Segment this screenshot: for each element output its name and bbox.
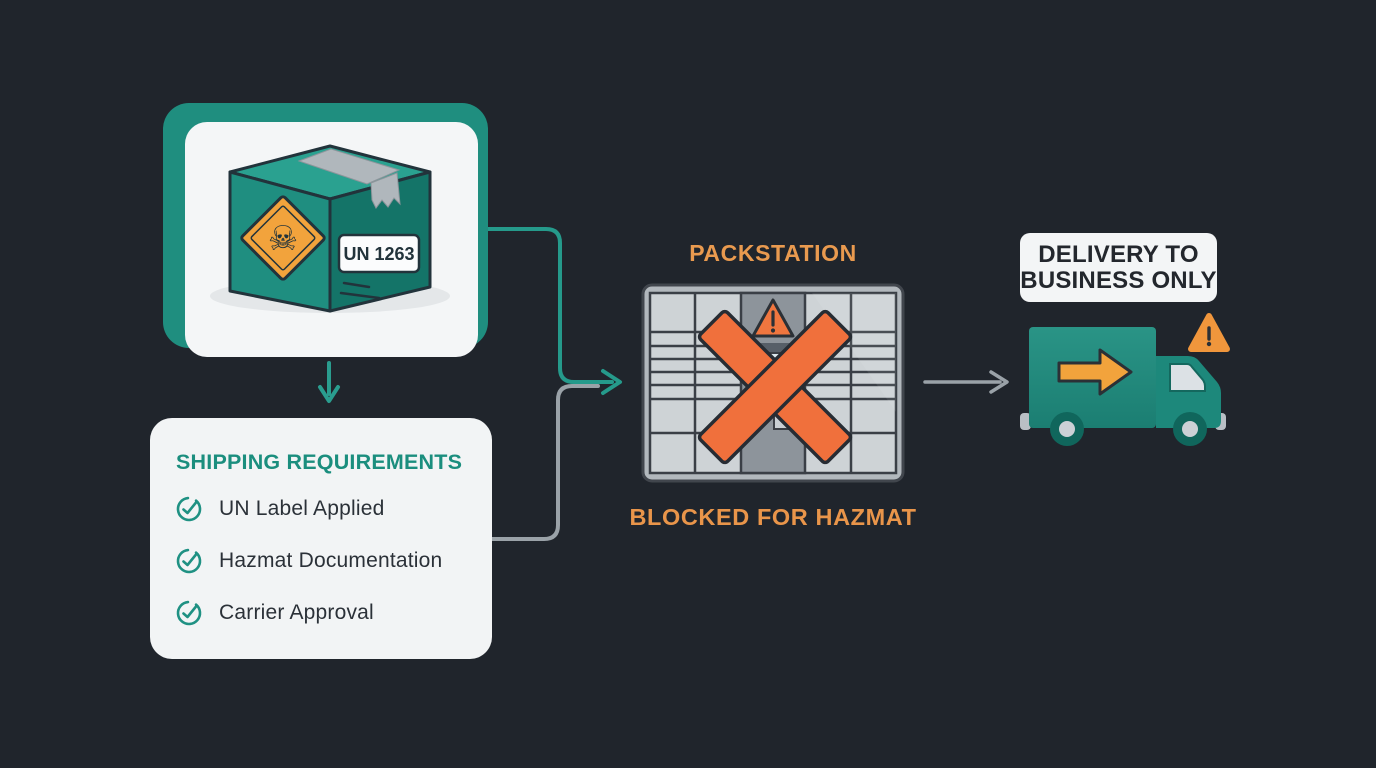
truck-window — [1169, 363, 1206, 392]
requirement-item: UN Label Applied — [175, 483, 384, 535]
arrow-right-icon — [1057, 348, 1133, 396]
blocked-status-label: BLOCKED FOR HAZMAT — [629, 504, 917, 530]
delivery-restriction-line1: DELIVERY TO — [1038, 240, 1199, 268]
delivery-truck-icon — [1020, 327, 1226, 446]
warning-triangle-icon — [1188, 313, 1230, 352]
package-tape — [297, 148, 401, 209]
package-card: ☠ UN 1263 — [185, 122, 478, 357]
connector-packstation-to-truck — [923, 370, 1009, 394]
shipping-requirements-card: SHIPPING REQUIREMENTS UN Label Applied H… — [150, 418, 492, 659]
connector-package-to-packstation — [479, 227, 622, 395]
svg-text:UN 1263: UN 1263 — [343, 244, 414, 264]
packstation-title: PACKSTATION — [689, 240, 857, 266]
packstation-locker-illustration — [641, 283, 905, 483]
check-circle-icon — [176, 496, 202, 522]
truck-wheel — [1173, 412, 1207, 446]
delivery-restriction-line2: BUSINESS ONLY — [1020, 266, 1217, 294]
hazmat-package-illustration: ☠ UN 1263 — [210, 144, 450, 313]
requirement-label: UN Label Applied — [219, 497, 385, 520]
x-mark-icon — [697, 309, 853, 465]
un-number-label: UN 1263 — [337, 233, 421, 274]
requirement-label: Hazmat Documentation — [219, 549, 443, 572]
delivery-restriction-label: DELIVERY TO BUSINESS ONLY — [1020, 233, 1217, 302]
label-detail-lines — [339, 281, 381, 300]
check-circle-icon — [176, 600, 202, 626]
hazard-diamond-icon — [240, 195, 326, 281]
check-circle-icon — [176, 548, 202, 574]
requirement-label: Carrier Approval — [219, 601, 374, 624]
requirement-item: Carrier Approval — [175, 587, 374, 639]
delivery-truck-illustration — [1020, 313, 1230, 446]
arrow-down-icon — [318, 361, 340, 403]
truck-wheel — [1050, 412, 1084, 446]
warning-triangle-icon — [751, 298, 795, 338]
skull-crossbones-icon: ☠ — [268, 219, 298, 259]
connector-requirements-to-packstation — [490, 384, 600, 541]
truck-rear-bumper — [1020, 413, 1031, 430]
shipping-requirements-title: SHIPPING REQUIREMENTS — [176, 450, 463, 474]
requirement-item: Hazmat Documentation — [175, 535, 442, 587]
